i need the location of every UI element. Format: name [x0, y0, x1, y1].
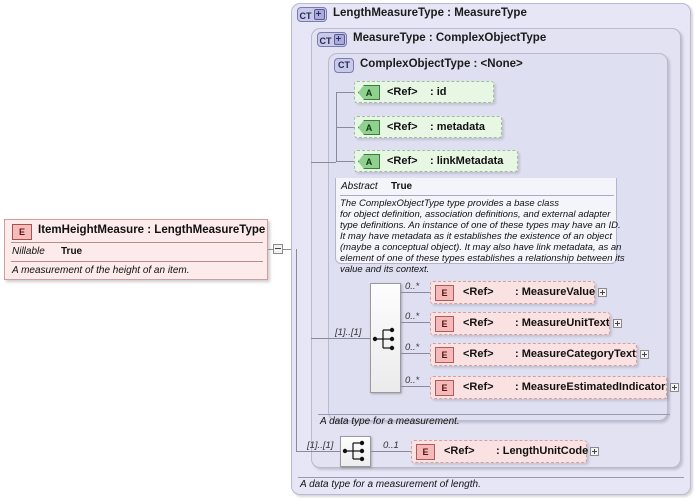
measuretype-documentation: A data type for a measurement.: [320, 416, 460, 427]
connector-line: [311, 162, 336, 163]
ct-badge-label: CT: [338, 60, 350, 70]
complexobjecttype-doc-panel: Abstract True The ComplexObjectType type…: [335, 178, 625, 275]
connector-line: [268, 249, 273, 250]
doc-line: The ComplexObjectType type provides a ba…: [340, 198, 559, 209]
connector-line: [401, 292, 433, 293]
plus-icon: [333, 34, 345, 45]
container-title-complexobjecttype: ComplexObjectType : <None>: [360, 58, 523, 70]
plus-icon: [313, 9, 325, 20]
element-name-measurevalue: : MeasureValue: [515, 286, 596, 298]
cardinality-measureunittext: 0..*: [405, 311, 420, 322]
element-name-lengthunitcode: : LengthUnitCode: [496, 445, 589, 457]
connector-line: [371, 451, 411, 452]
ct-badge-complexobjecttype-icon[interactable]: CT: [334, 58, 354, 73]
element-badge-icon: E: [435, 347, 454, 363]
attribute-badge-icon: A: [358, 85, 380, 100]
collapse-toggle-icon[interactable]: [273, 244, 283, 254]
doc-line: element of one of these types establishe…: [340, 253, 625, 264]
doc-line: value and its context.: [340, 264, 430, 275]
element-ref-label: <Ref>: [444, 445, 475, 457]
element-badge-icon: E: [12, 224, 32, 240]
connector-line: [401, 322, 433, 323]
cardinality-measurecategorytext: 0..*: [405, 342, 420, 353]
connector-line: [336, 161, 354, 162]
doc-line: for object definition, association defin…: [340, 209, 611, 220]
element-name-measureestimatedindicator: : MeasureEstimatedIndicator: [515, 381, 666, 393]
connector-line: [401, 386, 433, 387]
attribute-name-linkmetadata: : linkMetadata: [430, 155, 504, 167]
ct-badge-measuretype-icon[interactable]: CT: [317, 32, 347, 47]
connector-line: [336, 127, 354, 128]
element-row-measureestimatedindicator[interactable]: E <Ref> : MeasureEstimatedIndicator: [430, 376, 667, 399]
element-ref-label: <Ref>: [463, 348, 494, 360]
sequence-compositor-icon[interactable]: [340, 436, 371, 467]
element-ref-label: <Ref>: [463, 286, 494, 298]
attribute-name-id: : id: [430, 86, 447, 98]
attribute-badge-icon: A: [358, 154, 380, 169]
ct-badge-lengthmeasuretype-icon[interactable]: CT: [297, 7, 327, 22]
element-badge-icon: E: [435, 285, 454, 301]
expand-toggle-measureunittext-icon[interactable]: [613, 319, 622, 328]
expand-toggle-measurevalue-icon[interactable]: [598, 288, 607, 297]
connector-line: [311, 338, 370, 339]
element-row-measurevalue[interactable]: E <Ref> : MeasureValue: [430, 281, 595, 304]
divider: [11, 261, 263, 262]
abstract-value: True: [391, 181, 413, 192]
property-key-nillable: Nillable: [12, 246, 45, 257]
ct-badge-label: CT: [319, 36, 332, 46]
sequence-compositor-icon[interactable]: [370, 283, 401, 393]
cardinality-measurevalue: 0..*: [405, 281, 420, 292]
element-badge-icon: E: [435, 380, 454, 396]
divider: [340, 195, 614, 196]
doc-line: (maybe a conceptual object). It may also…: [340, 242, 622, 253]
cardinality-measure-group: [1]..[1]: [335, 327, 362, 338]
page-title: ItemHeightMeasure : LengthMeasureType: [38, 224, 266, 236]
root-element-documentation: A measurement of the height of an item.: [12, 265, 190, 276]
doc-line: It may have metadata as it establishes t…: [340, 231, 612, 242]
attribute-name-metadata: : metadata: [430, 121, 486, 133]
connector-line: [296, 249, 297, 451]
root-element-header: E ItemHeightMeasure : LengthMeasureType: [5, 220, 267, 242]
element-ref-label: <Ref>: [463, 381, 494, 393]
divider: [298, 477, 684, 478]
expand-toggle-measureestimatedindicator-icon[interactable]: [670, 383, 679, 392]
attribute-row-id[interactable]: A <Ref> : id: [354, 81, 494, 103]
property-value-nillable: True: [61, 246, 83, 257]
root-element-box[interactable]: E ItemHeightMeasure : LengthMeasureType …: [4, 219, 268, 280]
cardinality-measureestimatedindicator: 0..*: [405, 375, 420, 386]
lengthmeasuretype-documentation: A data type for a measurement of length.: [300, 479, 481, 490]
attribute-ref-label: <Ref>: [387, 86, 418, 98]
container-title-lengthmeasuretype: LengthMeasureType : MeasureType: [333, 7, 527, 19]
divider: [318, 414, 670, 415]
cardinality-length-group: [1]..[1]: [307, 440, 334, 451]
attribute-row-linkmetadata[interactable]: A <Ref> : linkMetadata: [354, 150, 518, 172]
attribute-ref-label: <Ref>: [387, 121, 418, 133]
divider: [11, 242, 263, 243]
container-title-measuretype: MeasureType : ComplexObjectType: [353, 32, 547, 44]
doc-line: type definitions. An instance of one of …: [340, 220, 621, 231]
abstract-key: Abstract: [341, 181, 378, 192]
connector-line: [296, 451, 340, 452]
element-row-lengthunitcode[interactable]: E <Ref> : LengthUnitCode: [411, 440, 589, 463]
element-badge-icon: E: [435, 316, 454, 332]
connector-line: [336, 92, 354, 93]
ct-badge-label: CT: [299, 11, 312, 21]
cardinality-lengthunitcode: 0..1: [383, 440, 399, 451]
element-name-measureunittext: : MeasureUnitText: [515, 317, 610, 329]
connector-line: [401, 353, 433, 354]
element-row-measureunittext[interactable]: E <Ref> : MeasureUnitText: [430, 312, 610, 335]
element-name-measurecategorytext: : MeasureCategoryText: [515, 348, 636, 360]
attribute-row-metadata[interactable]: A <Ref> : metadata: [354, 116, 502, 138]
attribute-badge-icon: A: [358, 120, 380, 135]
expand-toggle-lengthunitcode-icon[interactable]: [590, 447, 599, 456]
element-row-measurecategorytext[interactable]: E <Ref> : MeasureCategoryText: [430, 343, 637, 366]
attribute-ref-label: <Ref>: [387, 155, 418, 167]
element-badge-icon: E: [416, 444, 435, 460]
expand-toggle-measurecategorytext-icon[interactable]: [640, 350, 649, 359]
element-ref-label: <Ref>: [463, 317, 494, 329]
